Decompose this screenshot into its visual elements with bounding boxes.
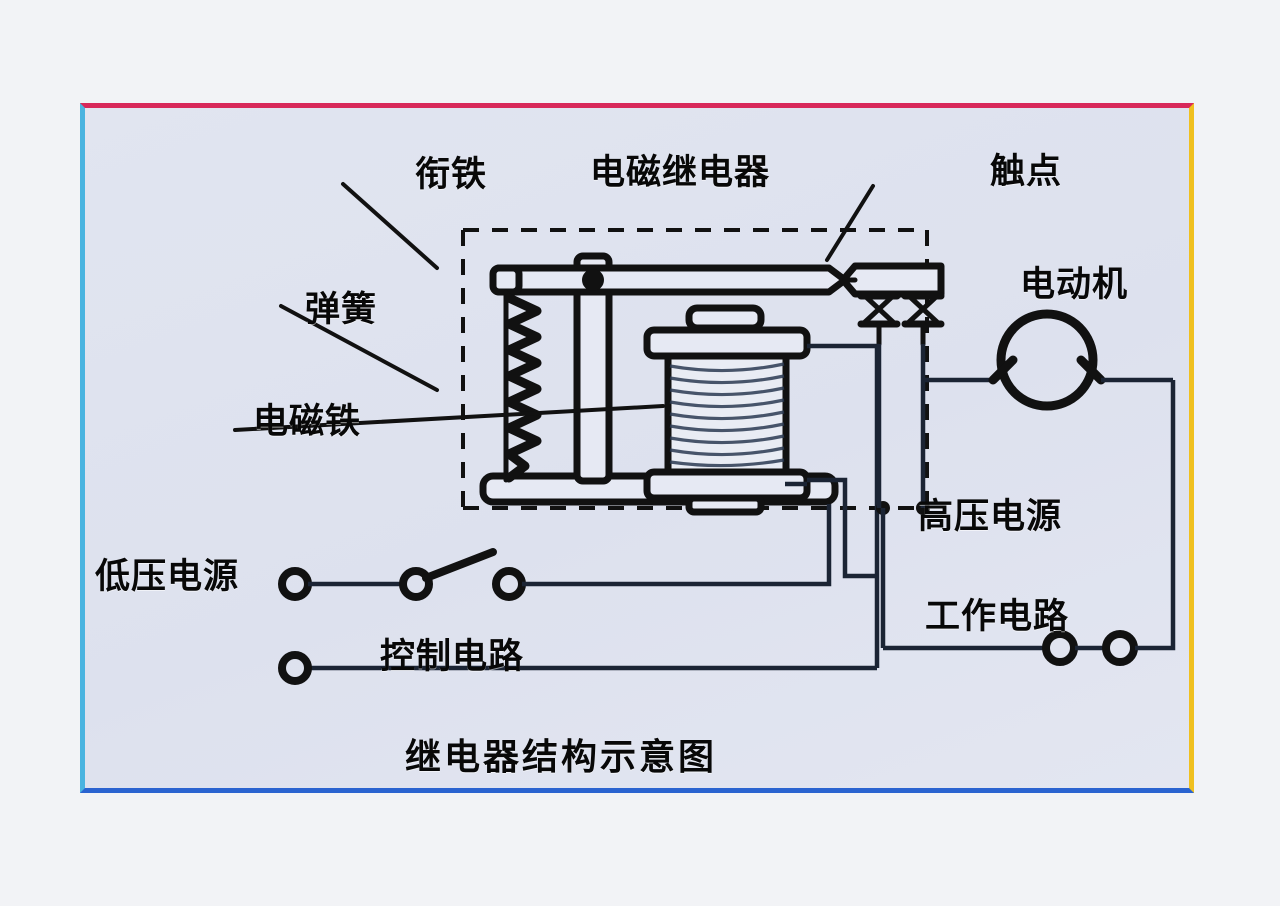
label-spring: 弹簧 xyxy=(305,290,378,330)
contact-point-right xyxy=(901,292,945,347)
figure-caption: 继电器结构示意图 xyxy=(405,737,718,778)
card-background xyxy=(85,108,1189,788)
high-voltage-terminal-left xyxy=(1042,630,1078,666)
pivot-dot xyxy=(582,269,604,291)
switch-contact-terminal xyxy=(492,567,526,601)
leader-armature xyxy=(341,182,439,270)
label-motor: 电动机 xyxy=(1020,265,1129,305)
label-contacts: 触点 xyxy=(990,152,1063,192)
label-low-voltage-source: 低压电源 xyxy=(95,557,240,597)
label-electromagnet: 电磁铁 xyxy=(253,402,362,442)
electromagnet-coil xyxy=(643,304,811,516)
leader-electromagnet xyxy=(233,404,665,432)
armature-bar xyxy=(495,264,849,296)
label-high-voltage-source: 高压电源 xyxy=(918,497,1063,537)
switch-hinge-terminal xyxy=(399,567,433,601)
motor-symbol xyxy=(988,309,1173,411)
contact-assembly xyxy=(839,262,945,347)
low-voltage-terminal-top xyxy=(278,567,312,601)
illustration-card: .ink { stroke:#111; fill:none; stroke-li… xyxy=(80,103,1194,793)
leader-spring xyxy=(279,304,439,392)
label-control-circuit: 控制电路 xyxy=(380,637,525,677)
relay-schematic: .ink { stroke:#111; fill:none; stroke-li… xyxy=(85,108,1189,788)
schematic-svg: .ink { stroke:#111; fill:none; stroke-li… xyxy=(233,182,1176,685)
support-post xyxy=(573,252,613,485)
high-voltage-terminal-right xyxy=(1102,630,1138,666)
leader-contacts xyxy=(825,184,875,262)
working-circuit-wiring xyxy=(876,309,1176,666)
label-working-circuit: 工作电路 xyxy=(925,597,1070,637)
low-voltage-terminal-bottom xyxy=(278,651,312,685)
coil-windings xyxy=(669,362,785,468)
contact-point-left xyxy=(857,292,901,347)
spring-zigzag xyxy=(504,293,542,483)
label-armature: 衔铁 xyxy=(415,155,488,195)
label-relay: 电磁继电器 xyxy=(590,153,771,193)
leader-lines xyxy=(233,182,875,432)
